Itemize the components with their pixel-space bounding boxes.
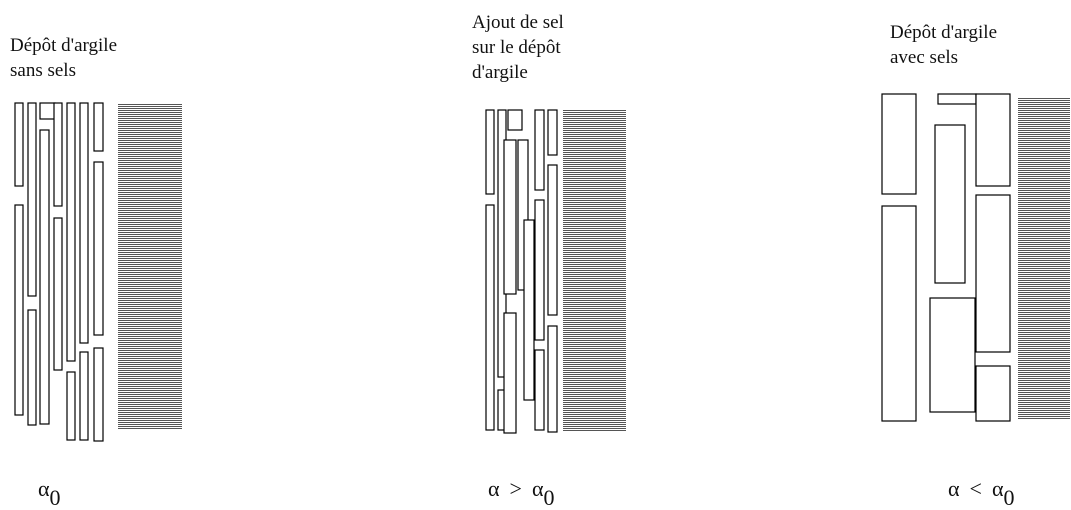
clay-platelet [15, 205, 23, 415]
clay-platelet [15, 103, 23, 186]
formula-lhs: α [488, 476, 500, 501]
clay-platelets [882, 94, 1010, 421]
hatched-region [1018, 97, 1070, 419]
clay-platelet [930, 298, 975, 412]
clay-platelet [508, 110, 522, 130]
formula: α>α0 [488, 476, 554, 502]
clay-platelet [548, 326, 557, 432]
clay-platelet [882, 94, 916, 194]
clay-platelet [40, 103, 55, 119]
clay-platelet [976, 195, 1010, 352]
clay-platelet [40, 130, 49, 424]
formula-lhs-sub: 0 [50, 485, 61, 510]
formula-operator: > [510, 476, 522, 501]
clay-platelet [882, 206, 916, 421]
formula-rhs-sub: 0 [543, 485, 554, 510]
clay-deposit-diagram [440, 0, 740, 504]
panel-without-salt: Dépôt d'argile sans sels α0 [0, 0, 300, 504]
clay-platelet [976, 366, 1010, 421]
clay-platelet [935, 125, 965, 283]
formula-rhs: α [532, 476, 544, 501]
clay-platelet [67, 372, 75, 440]
formula-rhs: α [992, 476, 1004, 501]
clay-platelet [535, 200, 544, 340]
formula-operator: < [970, 476, 982, 501]
formula-lhs: α [38, 476, 50, 501]
clay-platelet [486, 110, 494, 194]
clay-platelet [94, 103, 103, 151]
clay-platelet [28, 103, 36, 296]
hatched-region [563, 110, 626, 432]
clay-platelet [535, 110, 544, 190]
clay-platelet [976, 94, 1010, 186]
clay-platelet [938, 94, 976, 104]
clay-platelets [486, 110, 557, 433]
clay-platelet [54, 218, 62, 370]
panel-with-salt: Dépôt d'argile avec sels α<α0 [860, 0, 1071, 504]
formula: α<α0 [948, 476, 1014, 502]
clay-platelet [504, 313, 516, 433]
clay-platelets [15, 103, 103, 441]
formula: α0 [38, 476, 61, 502]
clay-platelet [80, 352, 88, 440]
clay-platelet [28, 310, 36, 425]
clay-platelet [80, 103, 88, 343]
clay-deposit-diagram [0, 0, 300, 504]
clay-platelet [67, 103, 75, 361]
formula-lhs: α [948, 476, 960, 501]
clay-platelet [548, 110, 557, 155]
clay-platelet [548, 165, 557, 315]
clay-platelet [54, 103, 62, 206]
clay-platelet [94, 348, 103, 441]
clay-platelet [94, 162, 103, 335]
clay-deposit-diagram [860, 0, 1071, 504]
clay-platelet [486, 205, 494, 430]
hatched-region [118, 103, 182, 430]
panel-salt-added: Ajout de sel sur le dépôt d'argile [440, 0, 740, 504]
formula-rhs-sub: 0 [1003, 485, 1014, 510]
clay-platelet [504, 140, 516, 294]
clay-platelet [524, 220, 534, 400]
clay-platelet [535, 350, 544, 430]
